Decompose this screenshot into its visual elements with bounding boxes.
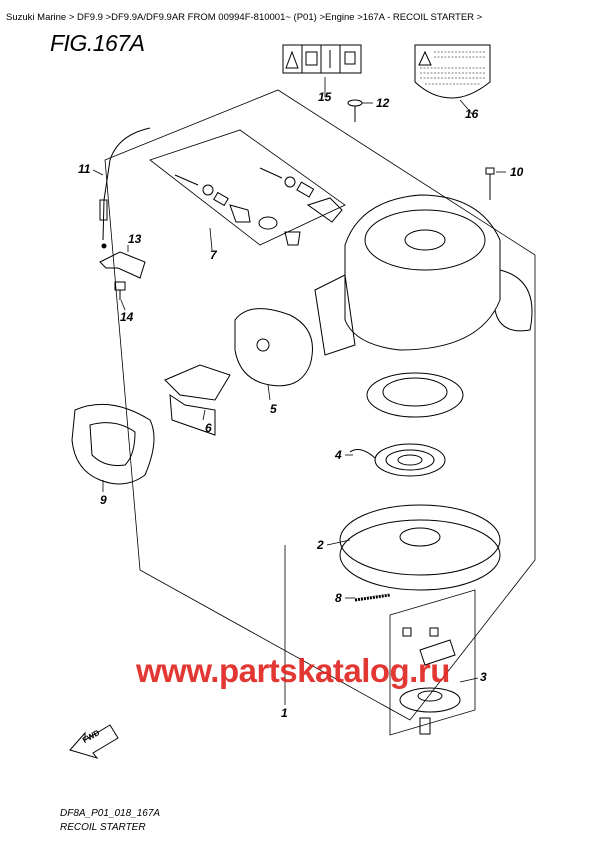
bracket-13 <box>99 251 146 279</box>
part-number-10[interactable]: 10 <box>510 165 524 179</box>
part-number-5[interactable]: 5 <box>270 402 277 416</box>
leader-lines <box>92 77 506 705</box>
assembly-frame <box>104 89 536 721</box>
ratchet-3 <box>399 627 461 735</box>
breadcrumb-engine[interactable]: Engine <box>325 12 355 23</box>
spring-case <box>366 372 464 418</box>
part-number-6[interactable]: 6 <box>205 421 212 435</box>
fwd-arrow-icon <box>69 724 119 759</box>
warning-label-15 <box>282 44 362 74</box>
reel-2 <box>339 504 501 591</box>
part-number-4[interactable]: 4 <box>335 448 342 462</box>
breadcrumb: Suzuki Marine > DF9.9 >DF9.9A/DF9.9AR FR… <box>6 12 483 23</box>
spring-4 <box>349 443 446 477</box>
part-number-7[interactable]: 7 <box>210 248 217 262</box>
breadcrumb-suzuki-marine[interactable]: Suzuki Marine <box>6 12 67 23</box>
part-number-1[interactable]: 1 <box>281 706 288 720</box>
part-number-15[interactable]: 15 <box>318 90 332 104</box>
grip-6 <box>164 364 231 436</box>
kit-7-parts <box>174 167 343 246</box>
diagram-caption: RECOIL STARTER <box>60 822 146 833</box>
rope-8 <box>354 593 391 602</box>
part-number-3[interactable]: 3 <box>480 670 487 684</box>
breadcrumb-model[interactable]: DF9.9A/DF9.9AR FROM 00994F-810001~ (P01) <box>111 12 317 23</box>
part-number-12[interactable]: 12 <box>376 96 390 110</box>
part-number-8[interactable]: 8 <box>335 591 342 605</box>
warning-label-16 <box>414 44 491 99</box>
bolt-14 <box>114 281 126 300</box>
part-number-11[interactable]: 11 <box>78 162 91 176</box>
diagram-code: DF8A_P01_018_167A <box>60 808 161 819</box>
bolt-10 <box>485 167 495 200</box>
breadcrumb-df99[interactable]: DF9.9 <box>77 12 103 23</box>
part-number-16[interactable]: 16 <box>465 107 479 121</box>
breadcrumb-recoil-starter[interactable]: 167A - RECOIL STARTER <box>362 12 475 23</box>
ratchet-frame-3 <box>389 589 476 736</box>
part-number-14[interactable]: 14 <box>120 310 134 324</box>
part-number-9[interactable]: 9 <box>100 493 107 507</box>
kit-7-frame <box>149 129 346 246</box>
cable-11 <box>99 127 151 249</box>
watermark: www.partskatalog.ru <box>136 652 450 689</box>
figure-title: FIG.167A <box>50 30 145 56</box>
part-number-2[interactable]: 2 <box>317 538 324 552</box>
starter-housing <box>314 194 533 356</box>
handle-9 <box>71 403 155 485</box>
handle-cover-5 <box>234 308 313 387</box>
part-number-13[interactable]: 13 <box>128 232 142 246</box>
screw-12 <box>347 99 363 122</box>
